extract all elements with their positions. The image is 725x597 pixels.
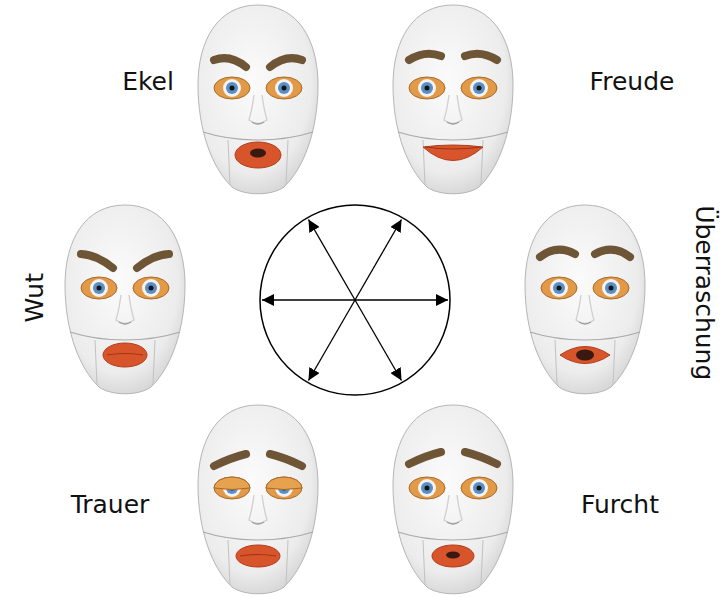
emotion-label: Wut xyxy=(21,273,49,322)
robot-face xyxy=(525,205,645,394)
emotion-label: Überraschung xyxy=(691,205,719,380)
emotion-label: Trauer xyxy=(71,491,150,519)
robot-face xyxy=(198,5,318,194)
emotion-label: Freude xyxy=(590,68,675,96)
robot-face xyxy=(65,205,185,394)
robot-face xyxy=(393,405,513,594)
robot-face xyxy=(393,5,513,194)
robot-face xyxy=(198,405,318,594)
emotion-label: Furcht xyxy=(581,491,659,519)
emotion-label: Ekel xyxy=(122,68,174,96)
emotion-wheel xyxy=(260,205,450,395)
